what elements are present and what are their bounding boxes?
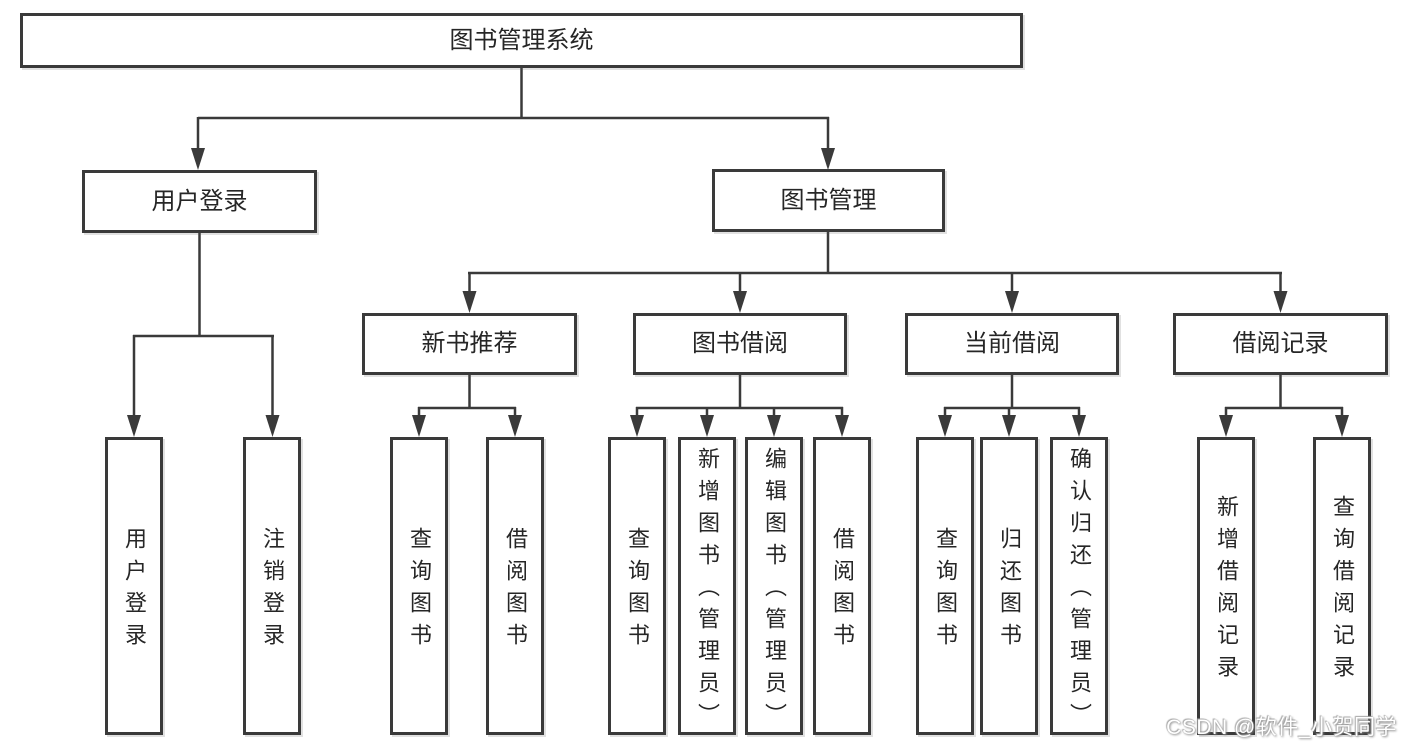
leaf-nb-borrow-books: 借阅图书 xyxy=(486,437,544,735)
leaf-user-login-label: 用户登录 xyxy=(122,527,147,655)
node-current-borrow-label: 当前借阅 xyxy=(964,330,1060,357)
node-book-borrow: 图书借阅 xyxy=(633,313,847,375)
leaf-bb-borrow-books-label: 借阅图书 xyxy=(830,527,855,655)
node-current-borrow: 当前借阅 xyxy=(905,313,1119,375)
leaf-logout: 注销登录 xyxy=(243,437,301,735)
edge-borrow-records-to-leaves xyxy=(1219,375,1349,437)
node-root-label: 图书管理系统 xyxy=(449,26,594,54)
leaf-nb-borrow-books-label: 借阅图书 xyxy=(503,527,528,655)
node-user-login-label: 用户登录 xyxy=(151,187,248,215)
node-book-borrow-label: 图书借阅 xyxy=(692,330,788,357)
leaf-br-add-record-label: 新增借阅记录 xyxy=(1214,495,1239,687)
edge-new-book-recommend-to-leaves xyxy=(412,375,522,437)
watermark: CSDN @软件_小贺同学 xyxy=(1166,716,1397,739)
node-borrow-records: 借阅记录 xyxy=(1173,313,1388,375)
edge-book-borrow-to-leaves xyxy=(630,375,849,437)
leaf-br-query-record-label: 查询借阅记录 xyxy=(1330,495,1355,687)
node-book-management: 图书管理 xyxy=(712,169,945,232)
leaf-cb-query-books: 查询图书 xyxy=(916,437,974,735)
leaf-bb-edit-books-label: 编辑图书（管理员） xyxy=(762,447,787,735)
leaf-cb-return-books: 归还图书 xyxy=(980,437,1038,735)
leaf-nb-query-books: 查询图书 xyxy=(390,437,448,735)
node-root: 图书管理系统 xyxy=(20,13,1023,68)
leaf-nb-query-books-label: 查询图书 xyxy=(407,527,432,655)
edge-current-borrow-to-leaves xyxy=(938,375,1086,437)
node-new-book-recommend-label: 新书推荐 xyxy=(421,330,518,357)
leaf-br-add-record: 新增借阅记录 xyxy=(1197,437,1255,735)
edge-root-to-level1 xyxy=(191,68,835,170)
edge-user-login-to-leaves xyxy=(127,232,280,437)
leaf-bb-add-books-label: 新增图书（管理员） xyxy=(695,447,720,735)
node-book-management-label: 图书管理 xyxy=(780,186,877,214)
leaf-bb-edit-books: 编辑图书（管理员） xyxy=(745,437,803,735)
leaf-br-query-record: 查询借阅记录 xyxy=(1313,437,1371,735)
node-new-book-recommend: 新书推荐 xyxy=(362,313,577,375)
leaf-user-login: 用户登录 xyxy=(105,437,163,735)
leaf-bb-borrow-books: 借阅图书 xyxy=(813,437,871,735)
leaf-cb-query-books-label: 查询图书 xyxy=(933,527,958,655)
leaf-cb-return-books-label: 归还图书 xyxy=(997,527,1022,655)
leaf-bb-add-books: 新增图书（管理员） xyxy=(678,437,736,735)
node-user-login: 用户登录 xyxy=(82,170,317,233)
leaf-cb-confirm-return: 确认归还（管理员） xyxy=(1050,437,1108,735)
node-borrow-records-label: 借阅记录 xyxy=(1232,330,1329,357)
edge-book-management-to-level2 xyxy=(462,232,1288,313)
leaf-bb-query-books-label: 查询图书 xyxy=(625,527,650,655)
leaf-bb-query-books: 查询图书 xyxy=(608,437,666,735)
leaf-logout-label: 注销登录 xyxy=(260,527,285,655)
leaf-cb-confirm-return-label: 确认归还（管理员） xyxy=(1067,447,1092,735)
